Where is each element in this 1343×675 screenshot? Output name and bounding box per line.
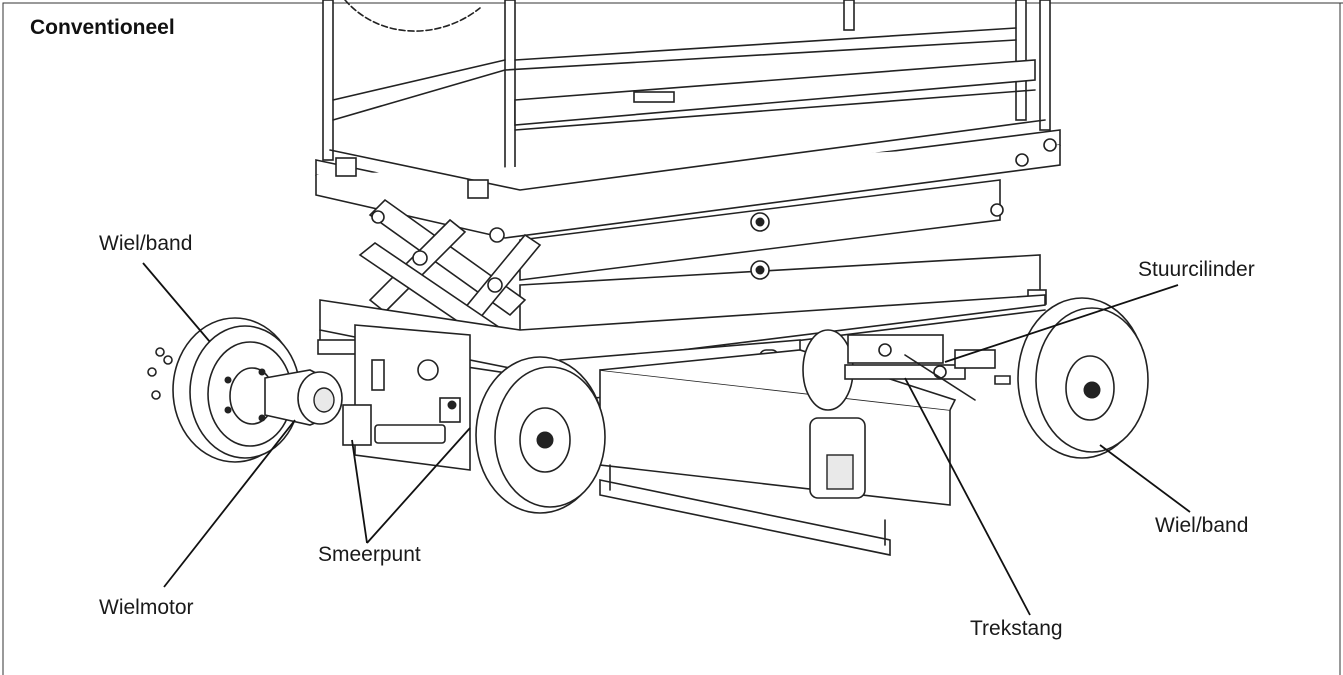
leader-wheel-motor xyxy=(163,419,296,588)
platform-rails xyxy=(322,0,1051,201)
battery-tray xyxy=(599,349,957,556)
wheel-front-mounted xyxy=(475,356,606,514)
diagram-title: Conventioneel xyxy=(30,16,175,39)
leader-tie-rod xyxy=(904,377,1031,616)
leader-steer-cylinder xyxy=(944,284,1179,363)
wheel-right xyxy=(1017,297,1149,459)
label-wheel-motor: Wielmotor xyxy=(99,596,194,619)
chassis xyxy=(317,294,1046,471)
leader-wheel-right xyxy=(1099,444,1191,513)
label-wheel-right: Wiel/band xyxy=(1155,514,1249,537)
label-steer-cylinder: Stuurcilinder xyxy=(1138,258,1255,281)
wheel-motor xyxy=(264,369,343,426)
platform-deck xyxy=(315,119,1061,239)
label-tie-rod: Trekstang xyxy=(970,617,1063,640)
label-wheel-left: Wiel/band xyxy=(99,232,193,255)
label-grease-point: Smeerpunt xyxy=(318,543,421,566)
leader-wheel-left xyxy=(142,262,211,343)
leader-grease-point-1 xyxy=(351,439,368,544)
leader-grease-point-2 xyxy=(366,427,471,544)
